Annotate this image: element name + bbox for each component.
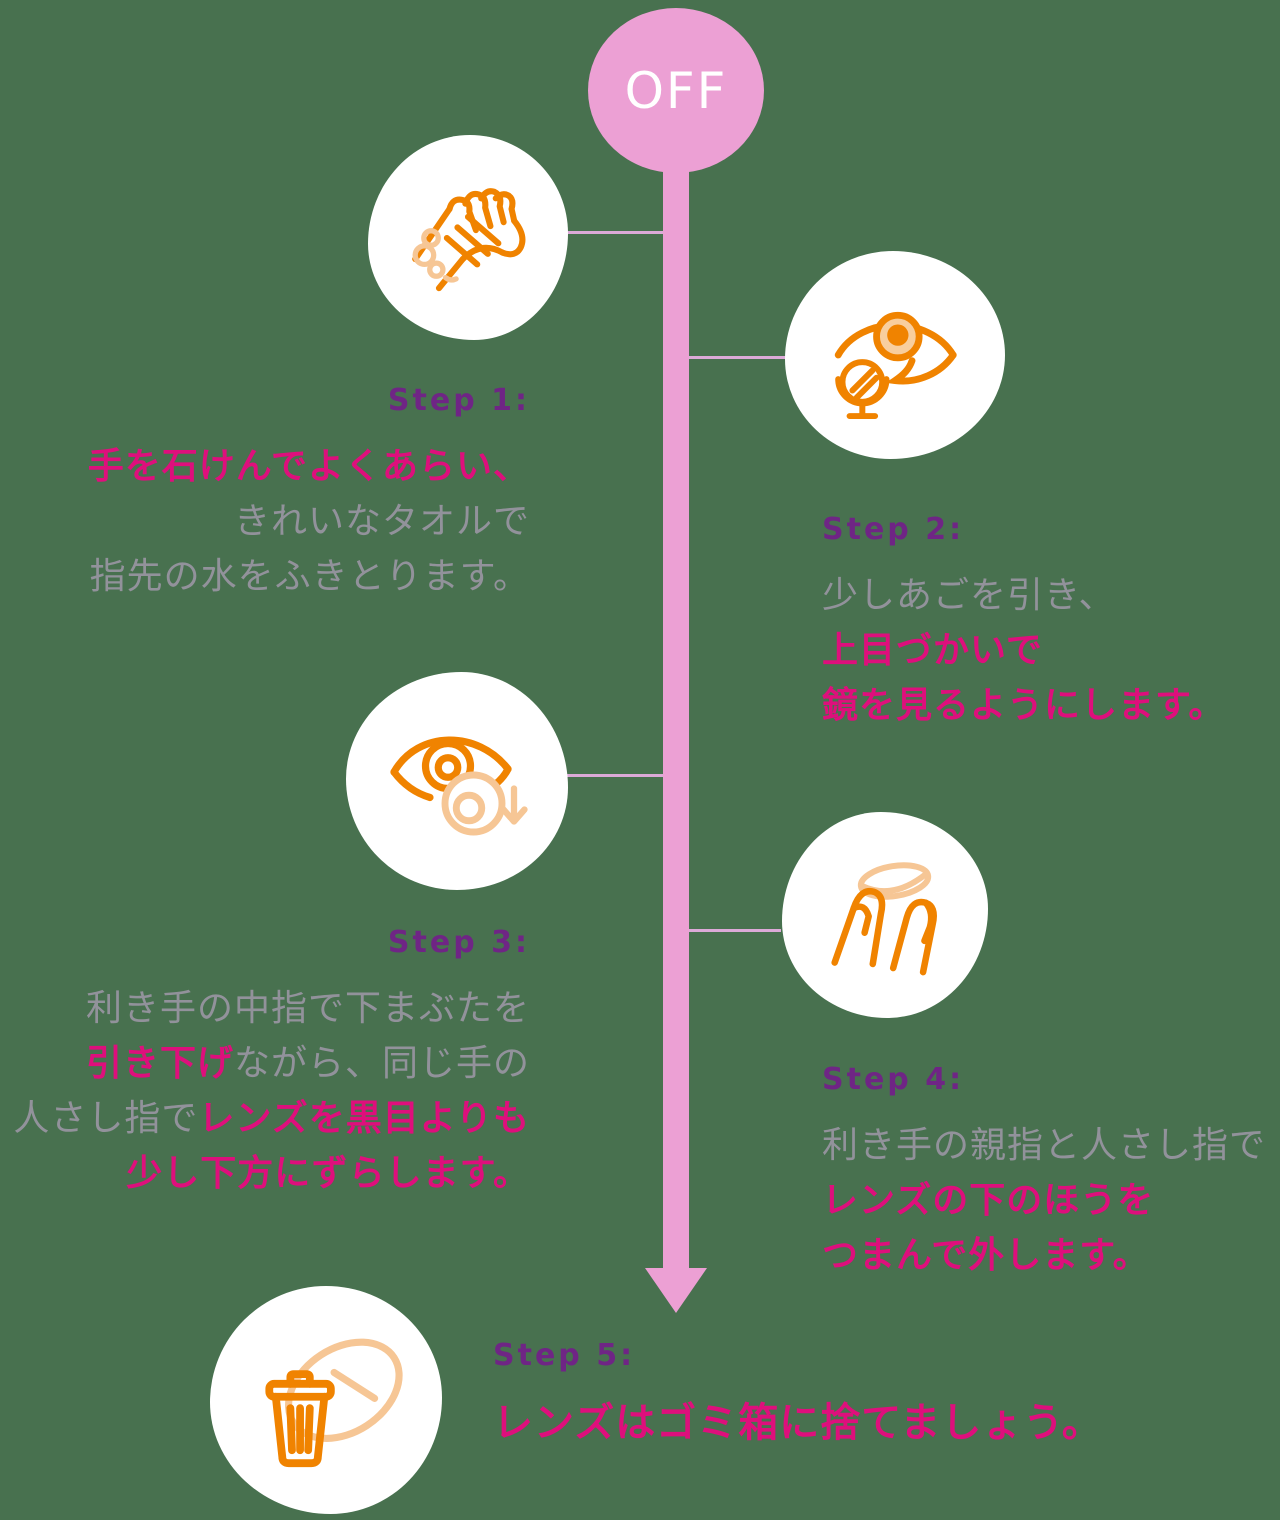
highlighted-text: 引き下げ: [85, 1043, 234, 1084]
step-text-line: 手を石けんでよくあらい、: [88, 439, 530, 494]
step-5-lines: レンズはゴミ箱に捨てましょう。: [493, 1394, 1103, 1452]
connector-line-step1: [560, 231, 664, 234]
step-2-lines: 少しあごを引き、上目づかいで鏡を見るようにします。: [822, 568, 1225, 733]
step-text-line: 利き手の親指と人さし指で: [822, 1118, 1266, 1173]
step-5-label: Step 5:: [493, 1338, 636, 1373]
step-1-lines: 手を石けんでよくあらい、きれいなタオルで指先の水をふきとります。: [88, 439, 530, 604]
step-text-line: 人さし指でレンズを黒目よりも: [13, 1091, 530, 1146]
highlighted-text: レンズの下のほうを: [822, 1180, 1155, 1221]
muted-text: 人さし指で: [13, 1098, 199, 1139]
highlighted-text: レンズはゴミ箱に捨てましょう。: [493, 1400, 1103, 1446]
connector-line-step3: [558, 774, 664, 777]
step-text-line: 利き手の中指で下まぶたを: [13, 981, 530, 1036]
step-text-line: 鏡を見るようにします。: [822, 678, 1225, 733]
step-4-lines: 利き手の親指と人さし指でレンズの下のほうをつまんで外します。: [822, 1118, 1266, 1283]
step-1-text: Step 1: 手を石けんでよくあらい、きれいなタオルで指先の水をふきとります。: [88, 383, 530, 604]
highlighted-text: レンズを黒目よりも: [198, 1098, 530, 1139]
step-text-line: 上目づかいで: [822, 623, 1225, 678]
highlighted-text: つまんで外します。: [822, 1235, 1150, 1276]
step-text-line: レンズはゴミ箱に捨てましょう。: [493, 1394, 1103, 1452]
step-2-text: Step 2: 少しあごを引き、上目づかいで鏡を見るようにします。: [822, 512, 1225, 733]
step-text-line: 少しあごを引き、: [822, 568, 1225, 623]
highlighted-text: 上目づかいで: [822, 630, 1043, 671]
connector-line-step2: [689, 356, 789, 359]
highlighted-text: 鏡を見るようにします。: [822, 685, 1226, 726]
muted-text: 利き手の中指で下まぶたを: [85, 988, 530, 1029]
muted-text: きれいなタオルで: [233, 501, 530, 542]
step-3-lines: 利き手の中指で下まぶたを引き下げながら、同じ手の人さし指でレンズを黒目よりも少し…: [13, 981, 530, 1201]
washing-hands-icon: [412, 187, 526, 291]
step-3-label: Step 3:: [387, 925, 530, 960]
timeline-bar: [663, 160, 689, 1268]
step-4-label: Step 4:: [822, 1062, 965, 1097]
down-arrow-icon: [645, 1268, 707, 1313]
connector-line-step4: [689, 929, 781, 932]
off-badge: OFF: [588, 8, 764, 173]
step-2-label: Step 2:: [822, 512, 965, 547]
step-4-text: Step 4: 利き手の親指と人さし指でレンズの下のほうをつまんで外します。: [822, 1062, 1266, 1283]
step-text-line: つまんで外します。: [822, 1228, 1266, 1283]
muted-text: 指先の水をふきとります。: [89, 556, 530, 597]
muted-text: 利き手の親指と人さし指で: [822, 1125, 1267, 1166]
eye-mirror-icon: [834, 311, 957, 420]
highlighted-text: 手を石けんでよくあらい、: [87, 446, 530, 487]
step-text-line: レンズの下のほうを: [822, 1173, 1266, 1228]
muted-text: ながら、同じ手の: [233, 1043, 530, 1084]
trash-lens-icon: [265, 1338, 403, 1468]
step-text-line: 指先の水をふきとります。: [88, 549, 530, 604]
step-text-line: 引き下げながら、同じ手の: [13, 1036, 530, 1091]
off-badge-label: OFF: [624, 61, 728, 120]
step-3-icon-circle: [346, 672, 568, 890]
eye-lens-down-icon: [390, 736, 528, 836]
step-1-label: Step 1:: [387, 383, 530, 418]
step-4-icon-circle: [782, 812, 988, 1018]
highlighted-text: 少し下方にずらします。: [126, 1153, 530, 1194]
step-5-icon-circle: [210, 1286, 442, 1514]
muted-text: 少しあごを引き、: [822, 575, 1116, 616]
step-5-text: Step 5: レンズはゴミ箱に捨てましょう。: [493, 1338, 1103, 1452]
pinch-lens-icon: [831, 862, 937, 976]
step-2-icon-circle: [785, 251, 1005, 459]
step-text-line: 少し下方にずらします。: [13, 1146, 530, 1201]
step-3-text: Step 3: 利き手の中指で下まぶたを引き下げながら、同じ手の人さし指でレンズ…: [13, 925, 530, 1201]
step-text-line: きれいなタオルで: [88, 494, 530, 549]
step-1-icon-circle: [368, 135, 568, 340]
